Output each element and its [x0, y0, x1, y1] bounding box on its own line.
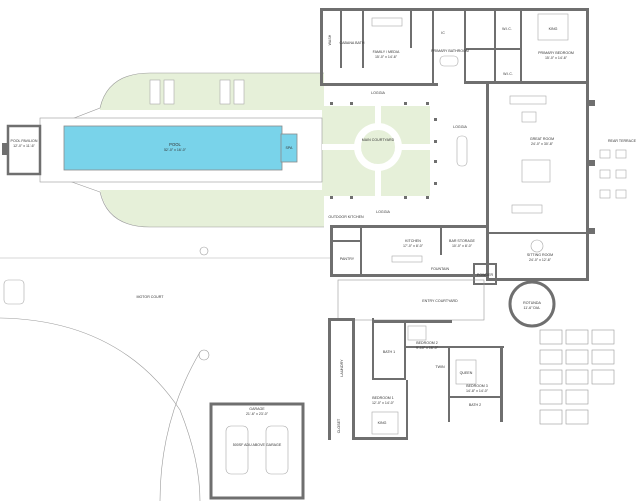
sitting-room-label: SITTING ROOM — [527, 253, 553, 257]
great-room-dim: 24'-0" x 30'-8" — [531, 142, 554, 146]
garage-dim: 21'-6" x 23'-0" — [246, 412, 269, 416]
pantry-label: PANTRY — [340, 257, 355, 261]
rotunda-label: ROTUNDA — [523, 301, 541, 305]
loggia-side-label: LOGGIA — [453, 125, 467, 129]
primary-bed — [537, 13, 569, 41]
rear-terrace-chairs — [599, 149, 627, 199]
primary-bedroom-label: PRIMARY BEDROOM — [538, 51, 574, 55]
wic-top-label: W.I.C. — [502, 27, 512, 31]
bed-bedroom2 — [407, 325, 427, 341]
bath2-label: BATH 2 — [469, 403, 481, 407]
sitting-room-table — [530, 239, 544, 253]
spa-water — [280, 133, 298, 163]
rear-terrace-label: REAR TERRACE — [608, 139, 637, 143]
king-bedroom1-label: KING — [378, 421, 387, 425]
motor-court-fountain — [198, 349, 210, 361]
garage-label: GARAGE — [249, 407, 265, 411]
lounge-chair — [163, 79, 175, 105]
bedroom3-dim: 14'-8" x 14'-0" — [466, 389, 489, 393]
bedroom1-label: BEDROOM 1 — [372, 396, 394, 400]
ic-label: IC — [441, 31, 445, 35]
kitchen-island — [391, 255, 423, 263]
spa-label: SPA — [286, 146, 294, 150]
rotunda-dim: 11'-6" DIA. — [524, 306, 541, 310]
loggia-bottom-label: LOGGIA — [376, 210, 390, 214]
great-room-table — [521, 111, 537, 123]
great-room-sofa-2 — [511, 204, 543, 214]
closet-label: CLOSET — [337, 418, 341, 433]
bed-bedroom1 — [371, 411, 399, 435]
bedroom2-dim: 9'-10" x 16'-0" — [416, 346, 439, 350]
lounge-chair — [149, 79, 161, 105]
loggia-top-label: LOGGIA — [371, 91, 385, 95]
queen-label: QUEEN — [460, 371, 473, 375]
cabana-bath-label: CABANA BATH — [340, 41, 365, 45]
kitchen-wing-walls — [330, 225, 486, 277]
bedroom-wing-walls — [328, 318, 504, 440]
great-room-label: GREAT ROOM — [530, 137, 554, 141]
pool-label: POOL — [169, 142, 181, 147]
sitting-room-dim: 24'-0" x 12'-6" — [529, 258, 552, 262]
kitchen-label: KITCHEN — [405, 239, 421, 243]
media-sofa — [371, 17, 403, 27]
north-wing-walls — [320, 8, 589, 86]
entry-courtyard-label: ENTRY COURTYARD — [422, 299, 458, 303]
bedroom1-dim: 12'-0" x 14'-0" — [372, 401, 395, 405]
garage-adu-note: 500SF ADU ABOVE GARAGE — [233, 443, 282, 447]
king-primary-label: KING — [549, 27, 558, 31]
kitchen-dim: 17'-0" x 8'-0" — [403, 244, 424, 248]
outdoor-kitchen-label: OUTDOOR KITCHEN — [328, 215, 364, 219]
entry-courtyard-outline — [337, 279, 485, 321]
loggia-columns — [330, 102, 437, 199]
primary-bathroom-label: PRIMARY BATHROOM — [431, 49, 469, 53]
powder-label: POWDER — [477, 273, 494, 277]
pool-pavilion-walls — [6, 124, 42, 176]
garage-car-1 — [225, 425, 249, 475]
bar-storage-label: BAR STORAGE — [449, 239, 475, 243]
wash-label: WASH — [328, 34, 332, 45]
loggia-table — [456, 135, 468, 167]
rotunda-wall — [508, 280, 556, 328]
paving-grid — [539, 329, 615, 425]
lounge-chair — [219, 79, 231, 105]
twin-label: TWIN — [435, 365, 445, 369]
bathtub — [439, 55, 459, 67]
pavilion-fireplace — [2, 143, 8, 155]
garage-car-2 — [265, 425, 289, 475]
powder-walls — [473, 263, 497, 285]
garden-fountain — [199, 246, 209, 256]
pool-pavilion-label: POOL PAVILION — [11, 139, 38, 143]
parked-car — [3, 279, 25, 305]
family-media-dim: 15'-0" x 14'-6" — [375, 55, 398, 59]
pool-lawn-bottom — [100, 190, 324, 227]
main-courtyard-label: MAIN COURTYARD — [362, 138, 395, 142]
bed-queen — [455, 359, 477, 385]
pool-lawn-left — [100, 73, 324, 110]
bar-storage-dim: 10'-0" x 8'-0" — [452, 244, 473, 248]
primary-bedroom-dim: 15'-0" x 14'-6" — [545, 56, 568, 60]
motor-court-label: MOTOR COURT — [136, 295, 164, 299]
great-room-sofa — [509, 95, 547, 105]
motor-court-arc-2 — [159, 351, 201, 501]
bedroom2-label: BEDROOM 2 — [416, 341, 438, 345]
bath1-label: BATH 1 — [383, 350, 395, 354]
pool-pavilion-dim: 12'-0" x 11'-6" — [13, 144, 36, 148]
dining-table — [521, 159, 551, 183]
lounge-chair — [233, 79, 245, 105]
pool-dim: 52'-0" x 16'-0" — [164, 148, 187, 152]
laundry-label: LAUNDRY — [340, 359, 344, 377]
garage-walls — [209, 402, 305, 500]
fountain-label: FOUNTAIN — [431, 267, 450, 271]
motor-court-arc — [0, 317, 201, 501]
family-media-label: FAMILY / MEDIA — [373, 50, 400, 54]
bedroom3-label: BEDROOM 3 — [466, 384, 488, 388]
wic-mid-label: W.I.C. — [503, 72, 513, 76]
great-room-walls — [486, 84, 595, 281]
